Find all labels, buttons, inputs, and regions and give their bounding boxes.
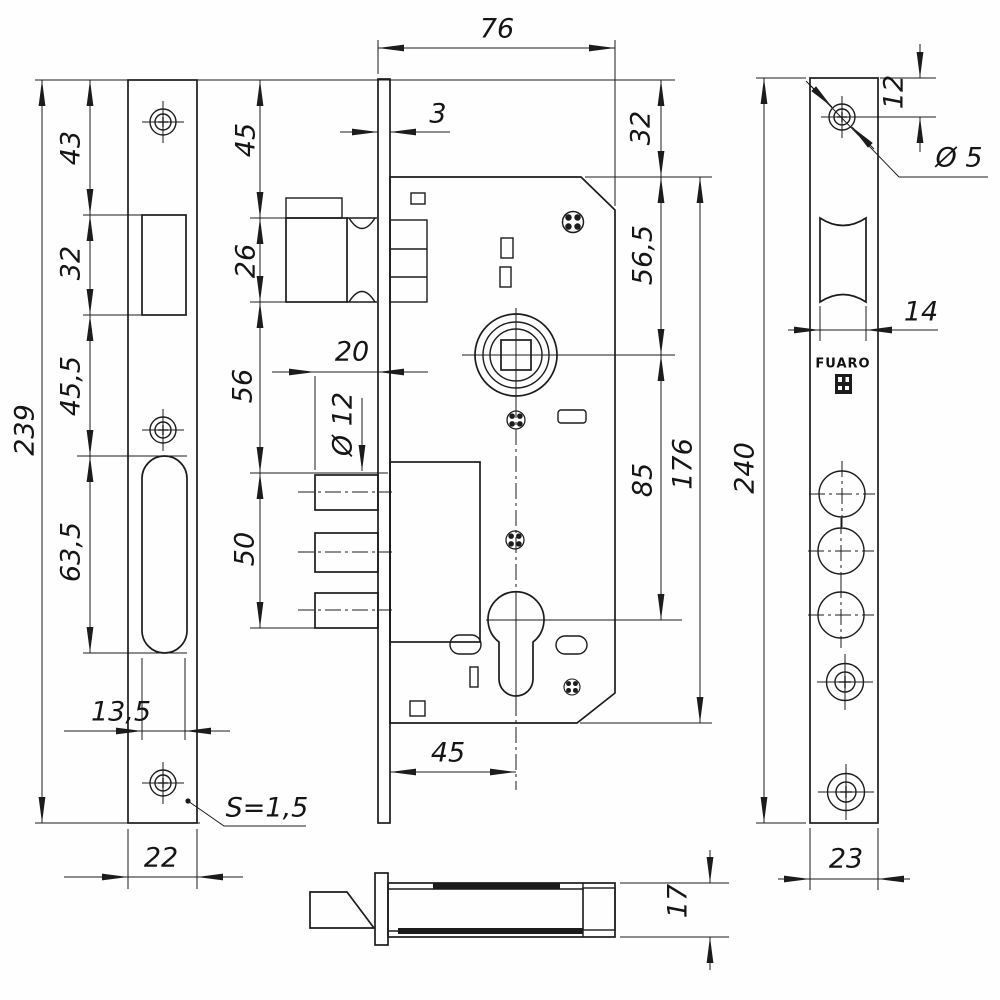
faceplate-view: FUARO (807, 77, 879, 824)
latch-snib (285, 197, 343, 219)
logo-dot (845, 386, 849, 390)
dim-cutout-width: 13,5 (91, 697, 151, 728)
faceplate-edge-plan (374, 872, 389, 946)
dim-faceplate-height: 240 (730, 442, 761, 494)
latch-bevel-arc (348, 290, 376, 303)
logo-dot (838, 386, 842, 390)
dim-backset: 45 (431, 738, 465, 769)
bolt-hole-icon (808, 460, 876, 528)
latch-bevel-arc (348, 217, 376, 230)
screw-hole-icon (141, 761, 185, 805)
slot (500, 237, 514, 259)
lock-body-outline (389, 176, 616, 724)
bolt-pin (314, 474, 379, 511)
faceplate-edge (377, 78, 391, 824)
brand-logo-mark (835, 374, 852, 394)
brand-logo-text: FUARO (815, 357, 870, 372)
oval-slot (555, 635, 588, 655)
dim-faceplate-width: 23 (829, 844, 863, 875)
dim-top-to-spindle: 56,5 (628, 225, 659, 285)
case-screw-icon (563, 678, 581, 696)
latch-plan (309, 891, 376, 929)
latch-roller (819, 216, 867, 304)
dim-cutout-gap: 45,5 (56, 356, 87, 416)
slot (499, 266, 512, 288)
bottom-view-dimensions: 17 (620, 850, 729, 970)
leader-line (187, 800, 306, 827)
dim-screw-diameter: Ø 5 (934, 143, 982, 174)
dim-top-to-screw: 12 (879, 75, 910, 109)
bolt-hole-icon (807, 581, 875, 649)
dim-spindle-to-cylinder: 85 (628, 463, 659, 497)
dim-body-height: 176 (668, 438, 699, 490)
deadbolt-housing (389, 461, 481, 643)
dim-latch-to-bolt: 56 (228, 369, 259, 403)
faceplate-outline (809, 77, 879, 824)
dim-arrow (851, 126, 875, 150)
faceplate-dimensions: 12 Ø 5 14 240 23 (730, 44, 988, 890)
dim-top-margin: 32 (626, 111, 657, 145)
cover-strip (398, 928, 583, 934)
slot (469, 666, 479, 688)
bottom-view (309, 872, 616, 946)
logo-dot (845, 377, 849, 382)
fixing-hole (410, 192, 426, 205)
lock-body-dimensions: 76 3 45 26 56 50 20 Ø 12 45 32 56,5 85 1… (228, 14, 712, 776)
dim-latch-cutout-height: 32 (56, 246, 87, 280)
screw-hole-icon (816, 653, 874, 711)
oval-slot (449, 634, 482, 655)
screw-hole-icon (141, 408, 185, 452)
logo-dot (838, 377, 842, 382)
latch-bolt (285, 217, 348, 303)
latch-housing (389, 219, 428, 303)
case-screw-icon (561, 210, 585, 234)
body-plan-block (582, 887, 616, 931)
dim-body-depth: 76 (480, 14, 514, 45)
fixing-hole (409, 700, 426, 717)
bolt-hole-icon (807, 517, 875, 585)
dim-arrow (809, 84, 833, 108)
cover-strip (433, 883, 560, 889)
dim-bolt-cutout-height: 63,5 (56, 522, 87, 582)
cylinder-hole (487, 590, 545, 697)
dim-roller-width: 14 (904, 297, 938, 328)
dim-body-thickness: 17 (663, 884, 694, 918)
screw-hole-icon (817, 763, 875, 821)
dim-pin-diameter: Ø 12 (328, 392, 359, 457)
screw-hole-icon (141, 100, 185, 144)
dim-bolt-stack: 50 (230, 532, 261, 566)
bolt-cutout (141, 455, 188, 654)
logo-square (835, 374, 852, 394)
dim-top-to-cutout: 43 (56, 131, 87, 165)
latch-cutout (141, 214, 187, 316)
dim-strike-height: 239 (10, 404, 41, 456)
dim-faceplate-thickness: 3 (429, 99, 446, 130)
dim-bolt-throw: 20 (335, 337, 369, 368)
dim-latch-height: 26 (231, 244, 262, 278)
case-screw-icon (505, 530, 525, 550)
dim-sheet-thickness: S=1,5 (226, 793, 309, 824)
strike-plate-dimensions: 239 43 32 45,5 63,5 13,5 22 S=1,5 (10, 79, 675, 889)
slot (557, 409, 587, 424)
dim-top-to-latch: 45 (231, 123, 262, 157)
bolt-pin (314, 532, 379, 573)
dim-plate-width: 22 (144, 843, 178, 874)
lock-body-view (285, 78, 682, 824)
bolt-pin (314, 592, 379, 629)
